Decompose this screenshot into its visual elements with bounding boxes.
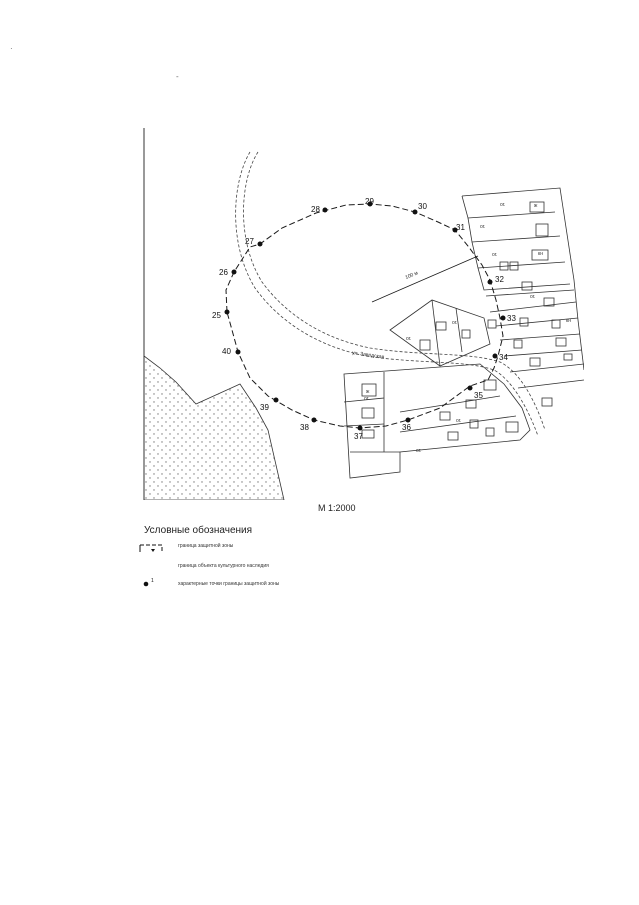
point-marker-35 (467, 385, 473, 391)
parcel-label: кн (566, 318, 571, 324)
legend-item-protection-zone: граница защитной зоны (138, 541, 438, 555)
point-marker-25 (224, 309, 230, 315)
point-label-35: 35 (474, 391, 483, 400)
point-marker-36 (405, 417, 411, 423)
parcel-label: ог. (492, 252, 497, 258)
legend-text: граница защитной зоны (178, 543, 234, 549)
point-label-25: 25 (212, 311, 221, 320)
map-scale: М 1:2000 (318, 503, 356, 513)
point-marker-27 (257, 241, 263, 247)
radius-line (371, 255, 479, 303)
parcels-bottom-block (343, 363, 531, 479)
road-label: ул. Заводская (352, 350, 385, 360)
legend-point-icon: 1 (143, 578, 154, 587)
road-outer-line (243, 151, 546, 431)
point-label-33: 33 (507, 314, 516, 323)
parcels-middle-block (389, 299, 497, 367)
legend-item-heritage-object: граница объекта культурного наследия (138, 561, 438, 575)
point-marker-39 (273, 397, 279, 403)
point-marker-40 (235, 349, 241, 355)
point-label-28: 28 (311, 205, 320, 214)
parcel-label: кн (538, 251, 543, 257)
legend-item-boundary-points: характерные точки границы защитной зоны (138, 579, 438, 593)
parcel-label: ог. (530, 294, 535, 300)
parcel-label: ог. (364, 396, 369, 402)
point-marker-37 (357, 425, 363, 431)
parcel-label: ж (534, 203, 538, 209)
point-label-34: 34 (499, 353, 508, 362)
legend-title: Условные обозначения (144, 525, 253, 536)
parcel-label: ог. (406, 336, 411, 342)
road-inner-line (235, 151, 539, 437)
point-label-30: 30 (418, 202, 427, 211)
boundary-points (224, 201, 506, 431)
parcel-label: ог. (480, 224, 485, 230)
parcel-label: ж (366, 389, 370, 395)
parcel-label: ог. (500, 202, 505, 208)
point-label-40: 40 (222, 347, 231, 356)
point-label-26: 26 (219, 268, 228, 277)
point-marker-33 (500, 315, 506, 321)
protection-zone-boundary (225, 203, 504, 429)
point-marker-34 (492, 353, 498, 359)
legend-point-marker: 1 (151, 578, 154, 584)
parcel-label: ог. (456, 418, 461, 424)
parcels-right-block (461, 187, 584, 407)
scan-mark: · (10, 44, 13, 53)
point-label-29: 29 (365, 197, 374, 206)
point-marker-28 (322, 207, 328, 213)
point-label-31: 31 (456, 223, 465, 232)
legend-text: граница объекта культурного наследия (178, 563, 269, 569)
parcel-label: ог. (452, 320, 457, 326)
point-marker-29 (367, 201, 373, 207)
legend-text: характерные точки границы защитной зоны (178, 581, 280, 587)
point-marker-30 (412, 209, 418, 215)
point-label-36: 36 (402, 423, 411, 432)
point-marker-31 (452, 227, 458, 233)
legend-dashed-boundary-icon (139, 544, 163, 552)
point-marker-38 (311, 417, 317, 423)
dotted-territory (144, 355, 285, 500)
point-label-38: 38 (300, 423, 309, 432)
point-label-27: 27 (245, 237, 254, 246)
point-label-32: 32 (495, 275, 504, 284)
point-label-39: 39 (260, 403, 269, 412)
point-marker-26 (231, 269, 237, 275)
radius-label: 100 м (405, 270, 420, 281)
parcel-label: ог. (416, 448, 421, 454)
point-marker-32 (487, 279, 493, 285)
scan-mark: - (176, 72, 179, 81)
point-label-37: 37 (354, 432, 363, 441)
